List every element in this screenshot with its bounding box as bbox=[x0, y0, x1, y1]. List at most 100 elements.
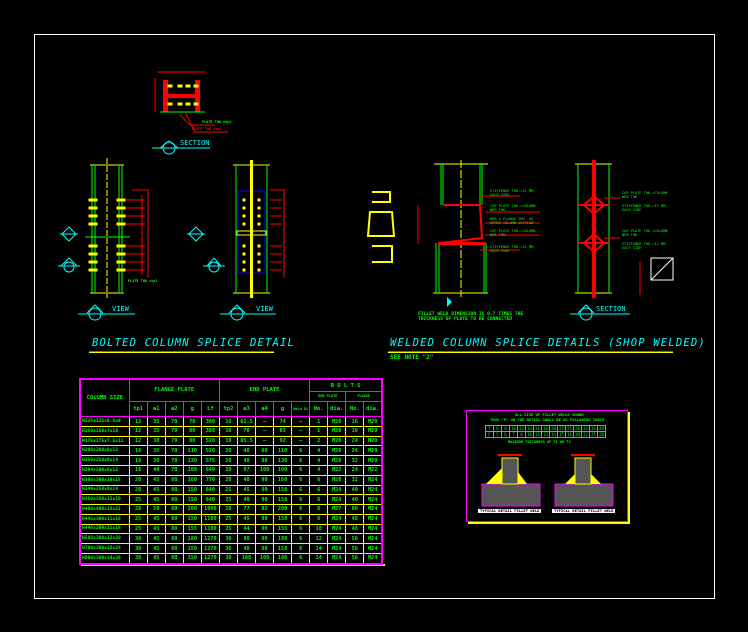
value-cell: 6 bbox=[291, 513, 311, 525]
value-cell: 16 bbox=[218, 425, 238, 437]
value-cell: M20 bbox=[327, 455, 347, 467]
value-cell: 16 bbox=[345, 425, 365, 437]
fillet-weld-detail-box bbox=[466, 410, 628, 522]
weld-detail-title: ALL SIZE OF FILLET WELDS SHOWN bbox=[515, 412, 584, 417]
value-cell: 100 bbox=[255, 552, 275, 565]
fillet-table-cell: 28 bbox=[597, 431, 606, 438]
value-cell: 20 bbox=[128, 474, 148, 486]
value-cell: 10 bbox=[309, 523, 329, 535]
value-cell: 110 bbox=[182, 445, 202, 457]
value-cell: M24 bbox=[327, 533, 347, 545]
value-cell: 80 bbox=[164, 474, 184, 486]
fillet-table-cell: 20 bbox=[573, 431, 582, 438]
section-label-right: SECTION bbox=[596, 305, 626, 313]
header-end-plate: END PLATE bbox=[218, 378, 311, 402]
value-cell: M20 bbox=[363, 445, 383, 457]
bolt-icon bbox=[167, 84, 173, 88]
value-cell: 1270 bbox=[200, 543, 220, 554]
value-cell: 45 bbox=[146, 484, 166, 496]
fillet-table-cell: 14 bbox=[549, 431, 558, 438]
bolt-icon bbox=[257, 244, 261, 248]
value-cell: 16 bbox=[218, 416, 238, 427]
value-cell: 90 bbox=[255, 523, 275, 535]
value-cell: M20 bbox=[363, 416, 383, 427]
fillet-weld-note: FILLET WELD DIMENSION IS 0.7 TIMES THE T… bbox=[418, 312, 524, 322]
value-cell: 28 bbox=[128, 504, 148, 515]
value-cell: 35 bbox=[146, 445, 166, 457]
value-cell: 130 bbox=[182, 455, 202, 467]
value-cell: 92 bbox=[273, 435, 293, 447]
value-cell: 80 bbox=[164, 484, 184, 496]
weld-caption-1: TYPICAL DETAIL FILLET WELD bbox=[478, 508, 542, 513]
value-cell: 90 bbox=[255, 474, 275, 486]
title-underline bbox=[388, 351, 673, 353]
value-cell: 2 bbox=[309, 435, 329, 447]
value-cell: M24 bbox=[363, 533, 383, 545]
value-cell: 45 bbox=[236, 484, 257, 496]
value-cell: — bbox=[291, 425, 311, 437]
value-cell: 20 bbox=[218, 445, 238, 457]
bolt-icon bbox=[242, 214, 246, 218]
value-cell: 56 bbox=[345, 552, 365, 565]
value-cell: 520 bbox=[200, 445, 220, 457]
value-cell: 16 bbox=[128, 465, 148, 476]
value-cell: M22 bbox=[363, 465, 383, 476]
value-cell: 45 bbox=[146, 494, 166, 506]
fillet-table-cell: 8 bbox=[517, 431, 526, 438]
bolt-icon bbox=[88, 214, 98, 218]
cap-plate-note: CAP PLATE THK.=COLUMN WEB THK. bbox=[622, 191, 668, 199]
header-bolts-end-plate: END PLATE bbox=[309, 391, 347, 402]
bolted-section-plan bbox=[154, 71, 228, 133]
fillet-table-cell: 18 bbox=[565, 431, 574, 438]
subheader-cell: Weld D1 bbox=[291, 400, 311, 418]
value-cell: M24 bbox=[363, 552, 383, 565]
value-cell: 56 bbox=[345, 543, 365, 554]
value-cell: 16 bbox=[345, 416, 365, 427]
bolt-icon bbox=[257, 260, 261, 264]
stiffener-note: STIFFENER THK.=12 MM. EACH SIDE bbox=[622, 242, 668, 250]
value-cell: M24 bbox=[327, 552, 347, 565]
bolt-icon bbox=[116, 252, 126, 256]
value-cell: 97 bbox=[236, 465, 257, 476]
value-cell: 180 bbox=[273, 552, 293, 565]
cap-plate-note: CAP PLATE THK.=COLUMN WEB THK. bbox=[490, 204, 536, 212]
value-cell: 40 bbox=[146, 465, 166, 476]
bolt-icon bbox=[88, 198, 98, 202]
bolt-icon bbox=[167, 102, 173, 106]
value-cell: 1270 bbox=[200, 533, 220, 545]
value-cell: 70 bbox=[164, 445, 184, 457]
value-cell: 6 bbox=[309, 494, 329, 506]
value-cell: M20 bbox=[363, 435, 383, 447]
value-cell: 45 bbox=[146, 523, 166, 535]
section-marker-top bbox=[152, 140, 210, 155]
stiffener-note: STIFFENER THK.=12 MM. EACH SIDE bbox=[490, 245, 536, 253]
bolt-icon bbox=[88, 206, 98, 210]
value-cell: 6 bbox=[291, 474, 311, 486]
value-cell: 70 bbox=[164, 416, 184, 427]
bolt-icon bbox=[193, 84, 199, 88]
column-size-cell: H445x300x11x18 bbox=[79, 513, 130, 525]
value-cell: M20 bbox=[363, 425, 383, 437]
column-size-cell: H340x250x9x14 bbox=[79, 484, 130, 496]
bolt-icon bbox=[257, 206, 261, 210]
value-cell: M24 bbox=[327, 494, 347, 506]
subheader-cell: g bbox=[182, 400, 202, 418]
value-cell: 155 bbox=[273, 523, 293, 535]
value-cell: 40 bbox=[236, 445, 257, 457]
stiffener-note: STIFFENER THK.=12 MM. EACH SIDE bbox=[490, 189, 536, 197]
welded-splice-side-view bbox=[570, 160, 674, 321]
fillet-table-cell: 13 bbox=[541, 431, 550, 438]
value-cell: 150 bbox=[273, 484, 293, 496]
value-cell: 44 bbox=[236, 523, 257, 535]
column-size-cell: H300x300x10x15 bbox=[79, 474, 130, 486]
value-cell: 48 bbox=[345, 513, 365, 525]
value-cell: 85.5 bbox=[236, 435, 257, 447]
value-cell: M20 bbox=[327, 445, 347, 457]
